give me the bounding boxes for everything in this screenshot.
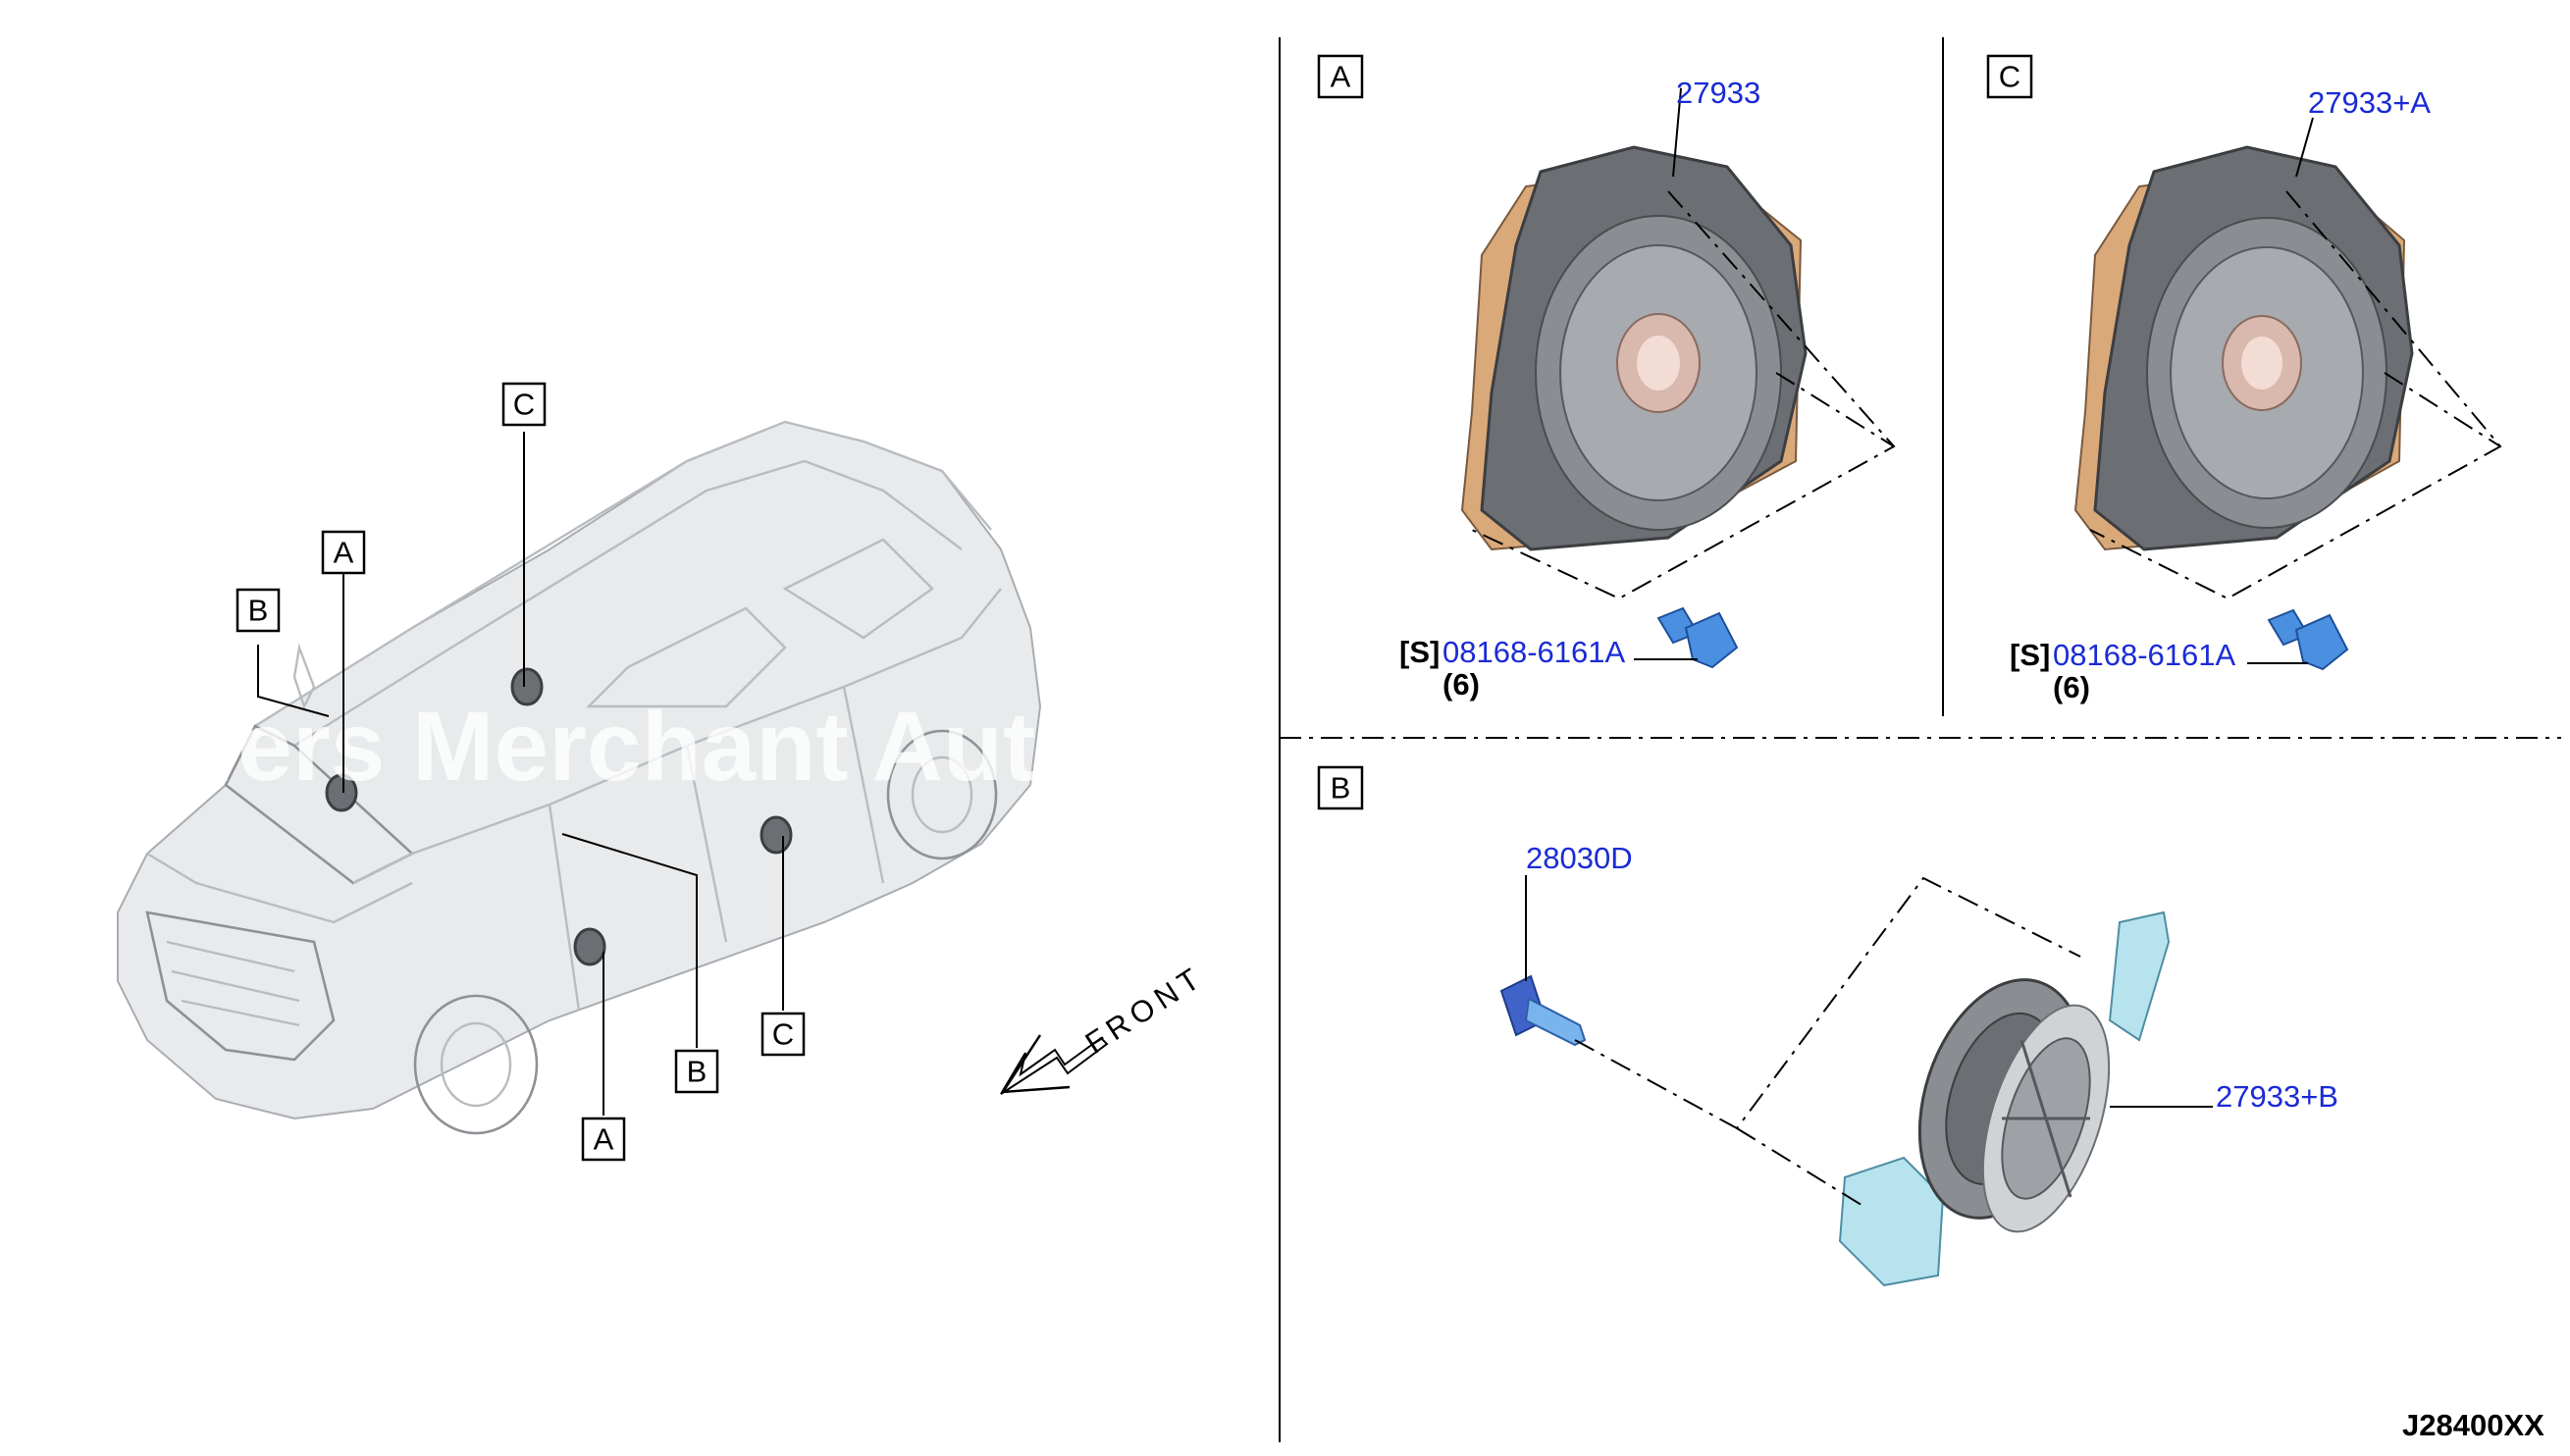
svg-text:A: A [1331,60,1351,94]
tweeter-B [1838,910,2171,1287]
speaker-A-part-number: 27933 [1676,76,1760,110]
watermark-text: rfers Merchant Aut [167,692,1035,802]
svg-text:B: B [687,1055,708,1089]
assembly-line-B [1574,876,2081,1130]
screw-A [1656,606,1739,669]
screw-C-quantity: (6) [2053,670,2090,704]
tweeter-part-number: 27933+B [2216,1079,2338,1114]
screw-C-prefix: [S] [2010,638,2050,672]
svg-text:C: C [513,388,535,422]
clip-28030D [1499,974,1587,1047]
screw-A-prefix: [S] [1399,635,1440,669]
panel-C: C 27933+A [S] 08168-6161A (6) [1986,54,2502,704]
svg-text:A: A [594,1122,614,1157]
speaker-C-part-number: 27933+A [2308,85,2431,120]
front-label: FRONT [1079,959,1211,1061]
svg-text:B: B [1331,771,1351,806]
speaker-C [2073,145,2414,551]
svg-text:C: C [1999,60,2020,94]
screw-A-part-number: 08168-6161A [1442,635,1625,669]
svg-text:B: B [248,594,269,628]
svg-text:A: A [334,536,354,570]
panel-A: A 27933 [S] 08168-6161A (6) [1317,54,1896,702]
panel-B: B 28030D 27933+B [1317,765,2338,1287]
screw-C-part-number: 08168-6161A [2053,638,2235,672]
front-arrow [1000,1034,1109,1095]
vehicle-illustration [117,420,1042,1135]
callout-B-top: B [236,588,281,633]
callout-C-top: C [501,382,547,427]
clip-part-number: 28030D [1526,841,1633,875]
screw-C [2267,608,2349,671]
callout-A-top: A [321,530,366,575]
vehicle-leader-lines [257,432,784,1116]
callout-A-bottom: A [581,1117,626,1162]
callout-B-bottom: B [674,1049,719,1094]
speaker-A [1460,145,1808,551]
callout-C-bottom: C [761,1012,806,1057]
screw-A-quantity: (6) [1442,667,1480,702]
svg-text:C: C [772,1017,794,1052]
diagram-code: J28400XX [2402,1408,2544,1442]
